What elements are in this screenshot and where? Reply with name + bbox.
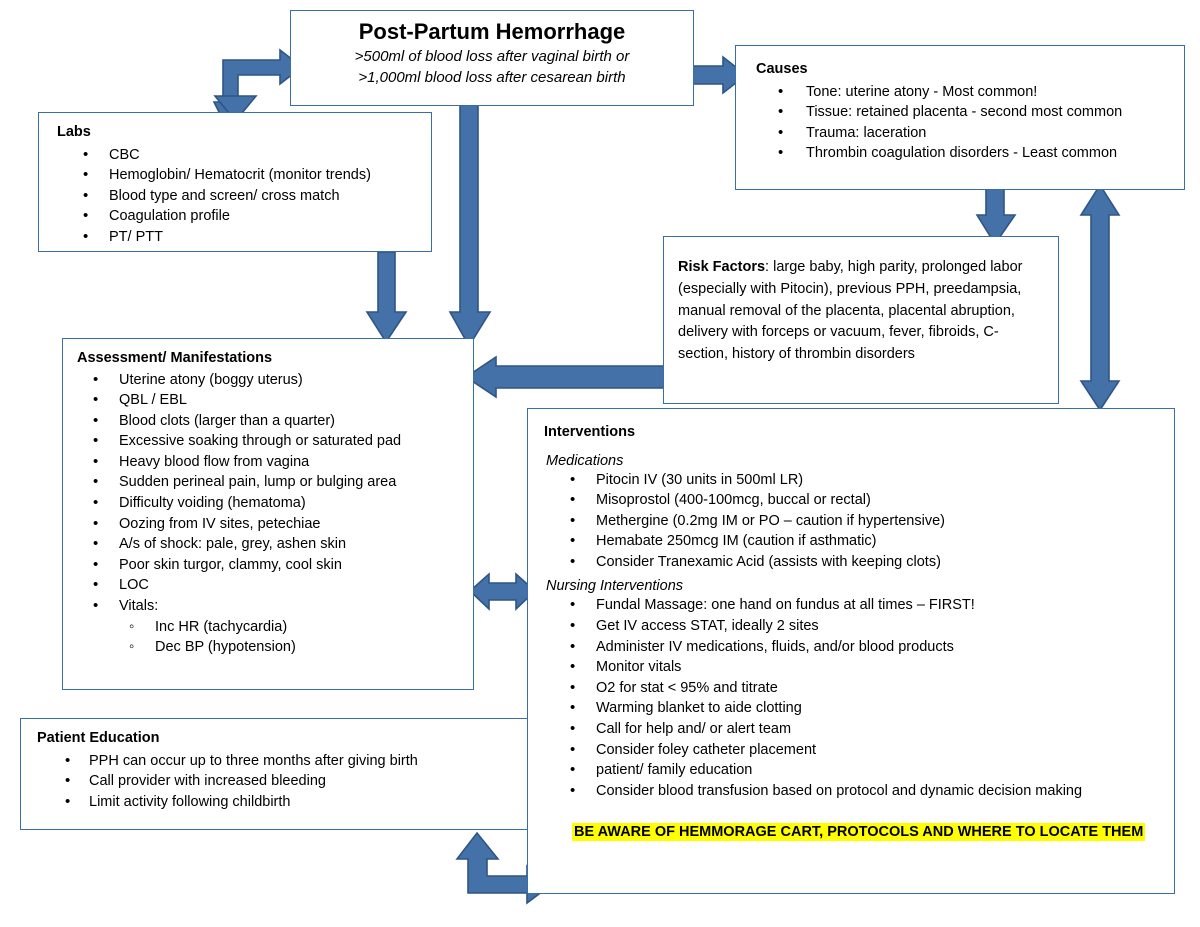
connector-title-to-causes	[690, 55, 748, 95]
labs-box: Labs CBC Hemoglobin/ Hematocrit (monitor…	[38, 112, 432, 252]
nursing-interventions-heading: Nursing Interventions	[546, 578, 684, 595]
list-item: Uterine atony (boggy uterus)	[71, 369, 469, 391]
list-item: LOC	[71, 574, 469, 596]
connector-labs-to-assessment	[365, 251, 415, 344]
list-item: Coagulation profile	[49, 205, 425, 227]
list-item: Limit activity following childbirth	[31, 791, 521, 813]
list-item: Blood type and screen/ cross match	[49, 185, 425, 207]
list-item: Pitocin IV (30 units in 500ml LR)	[538, 469, 1166, 491]
list-item: Hemabate 250mcg IM (caution if asthmatic…	[538, 530, 1166, 552]
list-item: Consider Tranexamic Acid (assists with k…	[538, 551, 1166, 573]
risk-factors-label: Risk Factors	[678, 259, 766, 275]
risk-factors-box: Risk Factors: large baby, high parity, p…	[663, 236, 1059, 404]
list-item: Methergine (0.2mg IM or PO – caution if …	[538, 510, 1166, 532]
patient-education-heading: Patient Education	[37, 730, 160, 746]
medications-list: Pitocin IV (30 units in 500ml LR) Misopr…	[538, 469, 1166, 573]
risk-factors-text: Risk Factors: large baby, high parity, p…	[678, 257, 1042, 366]
patient-education-list: PPH can occur up to three months after g…	[31, 750, 521, 813]
list-item: Heavy blood flow from vagina	[71, 451, 469, 473]
list-item: Poor skin turgor, clammy, cool skin	[71, 554, 469, 576]
connector-risk-to-assessment	[464, 355, 667, 401]
patient-education-box: Patient Education PPH can occur up to th…	[20, 718, 528, 830]
connector-title-to-assessment	[448, 97, 500, 348]
list-item: O2 for stat < 95% and titrate	[538, 677, 1166, 699]
list-item: Warming blanket to aide clotting	[538, 697, 1166, 719]
title-box: Post-Partum Hemorrhage >500ml of blood l…	[290, 10, 694, 106]
list-item: Consider foley catheter placement	[538, 739, 1166, 761]
list-item: Get IV access STAT, ideally 2 sites	[538, 615, 1166, 637]
list-item: Administer IV medications, fluids, and/o…	[538, 636, 1166, 658]
list-item: PPH can occur up to three months after g…	[31, 750, 521, 772]
list-item: Thrombin coagulation disorders - Least c…	[746, 142, 1178, 164]
connector-causes-to-interventions	[1079, 183, 1128, 412]
assessment-heading: Assessment/ Manifestations	[77, 350, 273, 366]
labs-list: CBC Hemoglobin/ Hematocrit (monitor tren…	[49, 144, 425, 248]
list-item: Monitor vitals	[538, 656, 1166, 678]
list-item: Oozing from IV sites, petechiae	[71, 513, 469, 535]
causes-box: Causes Tone: uterine atony - Most common…	[735, 45, 1185, 190]
list-item: Fundal Massage: one hand on fundus at al…	[538, 594, 1166, 616]
causes-heading: Causes	[756, 61, 808, 77]
list-item: Tissue: retained placenta - second most …	[746, 101, 1178, 123]
nursing-interventions-list: Fundal Massage: one hand on fundus at al…	[538, 594, 1166, 802]
title-subtitle-line-2: >1,000ml blood loss after cesarean birth	[358, 68, 626, 86]
list-item: Tone: uterine atony - Most common!	[746, 81, 1178, 103]
risk-factors-body: large baby, high parity, prolonged labor…	[678, 259, 1023, 362]
list-item: QBL / EBL	[71, 389, 469, 411]
assessment-box: Assessment/ Manifestations Uterine atony…	[62, 338, 474, 690]
list-item: Call for help and/ or alert team	[538, 718, 1166, 740]
list-item: Difficulty voiding (hematoma)	[71, 492, 469, 514]
list-item: Vitals:	[71, 595, 469, 617]
list-item: A/s of shock: pale, grey, ashen skin	[71, 533, 469, 555]
list-item: Dec BP (hypotension)	[71, 636, 469, 658]
page-title: Post-Partum Hemorrhage	[358, 19, 626, 44]
title-subtitle-line-1: >500ml of blood loss after vaginal birth…	[354, 48, 630, 66]
medications-heading: Medications	[546, 452, 624, 469]
list-item: Inc HR (tachycardia)	[71, 616, 469, 638]
list-item: Consider blood transfusion based on prot…	[538, 780, 1166, 802]
risk-factors-separator: :	[765, 259, 774, 275]
interventions-heading: Interventions	[544, 424, 636, 440]
list-item: PT/ PTT	[49, 226, 425, 248]
list-item: CBC	[49, 144, 425, 166]
connector-causes-to-risk	[975, 187, 1025, 246]
list-item: Call provider with increased bleeding	[31, 770, 521, 792]
list-item: Trauma: laceration	[746, 122, 1178, 144]
list-item: patient/ family education	[538, 759, 1166, 781]
list-item: Blood clots (larger than a quarter)	[71, 410, 469, 432]
labs-heading: Labs	[57, 124, 91, 140]
assessment-vitals-sublist: Inc HR (tachycardia) Dec BP (hypotension…	[71, 616, 469, 658]
assessment-list: Uterine atony (boggy uterus) QBL / EBL B…	[71, 369, 469, 617]
list-item: Misoprostol (400-100mcg, buccal or recta…	[538, 489, 1166, 511]
list-item: Hemoglobin/ Hematocrit (monitor trends)	[49, 164, 425, 186]
list-item: Sudden perineal pain, lump or bulging ar…	[71, 471, 469, 493]
list-item: Excessive soaking through or saturated p…	[71, 430, 469, 452]
hemorrhage-cart-callout: BE AWARE OF HEMMORAGE CART, PROTOCOLS AN…	[572, 823, 1146, 842]
interventions-box: Interventions Medications Pitocin IV (30…	[527, 408, 1175, 894]
causes-list: Tone: uterine atony - Most common! Tissu…	[746, 81, 1178, 164]
